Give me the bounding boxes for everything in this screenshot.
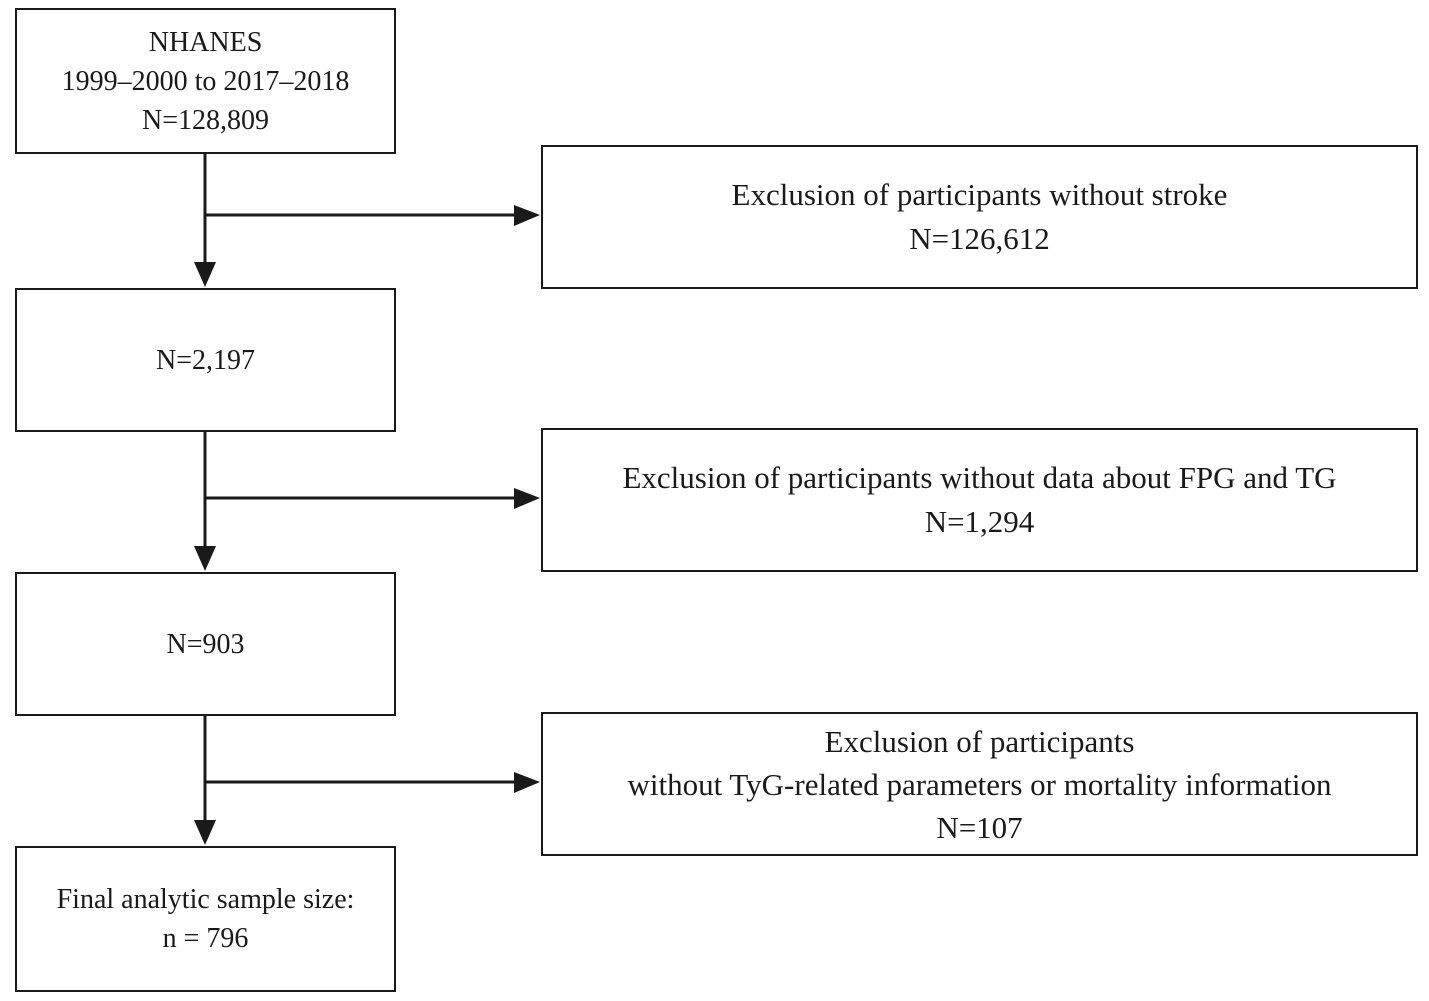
arrowhead-start-to-step1	[194, 262, 216, 287]
final-sample-title: Final analytic sample size:	[56, 884, 355, 915]
arrowhead-step1-to-step2	[194, 546, 216, 571]
exclusion1-reason: Exclusion of participants without stroke	[731, 177, 1228, 212]
arrowhead-exclusion1	[514, 205, 540, 226]
step1-box: N=2,197	[15, 288, 396, 432]
step2-box: N=903	[15, 572, 396, 716]
exclusion2-reason: Exclusion of participants without data a…	[622, 460, 1337, 495]
exclusion1-count: N=126,612	[909, 221, 1050, 256]
arrowhead-step2-to-final	[194, 820, 216, 845]
exclusion3-reason-line1: Exclusion of participants	[824, 723, 1135, 759]
exclusion2-box: Exclusion of participants without data a…	[541, 428, 1418, 572]
step2-count-label: N=903	[166, 628, 245, 660]
exclusion3-reason-line2: without TyG-related parameters or mortal…	[627, 766, 1332, 802]
start-box: NHANES 1999–2000 to 2017–2018 N=128,809	[15, 8, 396, 154]
start-source-label: NHANES	[148, 26, 263, 58]
start-period-label: 1999–2000 to 2017–2018	[61, 65, 350, 97]
exclusion3-box: Exclusion of participants without TyG-re…	[541, 712, 1418, 856]
exclusion3-count: N=107	[936, 809, 1023, 845]
arrowhead-exclusion2	[514, 488, 540, 509]
final-sample-count: n = 796	[162, 923, 249, 954]
step1-count-label: N=2,197	[155, 344, 255, 376]
arrowhead-exclusion3	[514, 772, 540, 793]
exclusion2-count: N=1,294	[924, 504, 1035, 539]
exclusion1-box: Exclusion of participants without stroke…	[541, 145, 1418, 289]
start-count-label: N=128,809	[141, 104, 269, 136]
final-sample-box: Final analytic sample size: n = 796	[15, 846, 396, 992]
